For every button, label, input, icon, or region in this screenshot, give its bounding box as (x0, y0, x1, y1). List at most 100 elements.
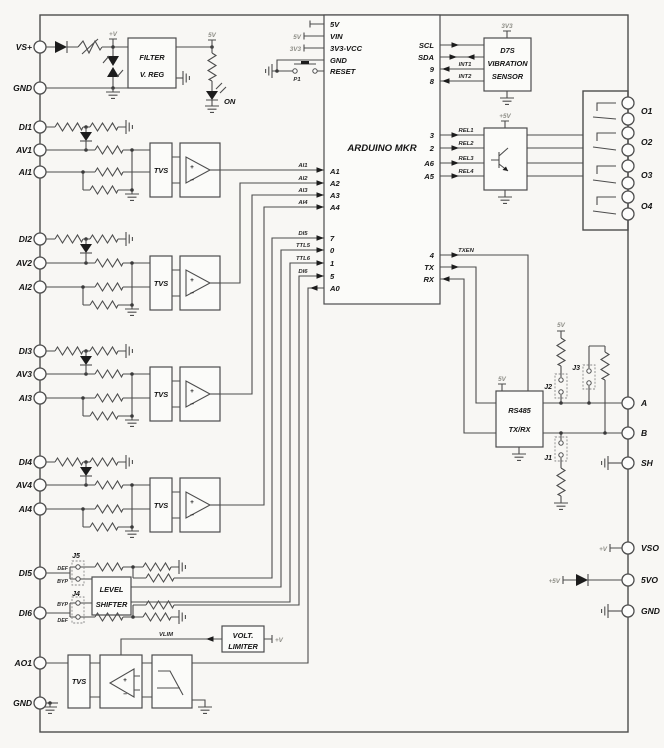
vso-plusv-ref: +V (599, 546, 608, 553)
pin-3v3vcc: 3V3-VCC (330, 44, 363, 53)
level-shifter-block (91, 576, 132, 616)
terminal-gnd-right-label: GND (641, 606, 660, 616)
right-terminals: A B SH VSO 5VO GND +V +5V (549, 396, 660, 619)
terminal-vso-label: VSO (641, 543, 659, 553)
terminal-gnd-bottom-label: GND (13, 698, 32, 708)
pin-a1: A1 (329, 167, 340, 176)
ground-symbol (265, 63, 273, 79)
led-resistor (207, 52, 217, 82)
j1-label: J1 (544, 455, 552, 462)
pin-a2: A2 (329, 179, 340, 188)
terminal-av3-label: AV3 (15, 369, 32, 379)
d7s-label-3: SENSOR (492, 72, 524, 81)
ground-symbol (178, 609, 186, 625)
terminal-ao1-label: AO1 (14, 658, 33, 668)
pin-tx: TX (424, 263, 435, 272)
pin-gnd: GND (330, 56, 347, 65)
pin-rx: RX (423, 275, 434, 284)
on-led (206, 91, 218, 100)
pin-a6: A6 (423, 159, 434, 168)
pulldown-resistor (556, 467, 566, 497)
terminal-ai2-label: AI2 (18, 282, 33, 292)
pin-4: 4 (429, 251, 435, 260)
lowpass-glyph (157, 670, 184, 696)
pin-1: 1 (330, 259, 334, 268)
lowpass-filter-block (151, 654, 193, 709)
svg-text:−: − (190, 401, 194, 408)
svg-text:+: + (190, 277, 194, 284)
ground-symbol (601, 603, 609, 619)
pin-8: 8 (430, 77, 435, 86)
terminal-gnd-top-label: GND (13, 83, 32, 93)
terminal-di4-label: DI4 (19, 457, 33, 467)
tvs-label: TVS (72, 677, 86, 686)
tvs-block-ao1 (67, 654, 91, 709)
terminal-vs-plus-label: VS+ (16, 42, 32, 52)
vin-5v-ref: 5V (293, 34, 302, 41)
pin-a3: A3 (329, 191, 340, 200)
ground-symbol (497, 196, 513, 204)
5vo-diode (576, 574, 588, 586)
tvs-block-2 (149, 255, 173, 311)
tvs-label: TVS (154, 279, 168, 288)
ground-symbol (204, 105, 220, 113)
terminal-o2-label: O2 (641, 137, 653, 147)
ground-symbol (42, 706, 58, 714)
ground-symbol (105, 91, 121, 99)
volt-limiter-label-1: VOLT. (233, 631, 254, 640)
svg-text:−: − (123, 691, 127, 698)
left-terminals: VS+ GND DI1 AV1 AI1 DI2 AV2 AI2 DI3 AV3 … (13, 40, 47, 710)
svg-text:+: + (190, 388, 194, 395)
driver-5v-ref: +5V (499, 113, 511, 120)
terminal-di5-label: DI5 (19, 568, 33, 578)
input-diode (55, 41, 67, 53)
j3-label: J3 (572, 365, 580, 372)
opamp-minus: − (190, 177, 194, 184)
terminal-av4-label: AV4 (15, 480, 32, 490)
pin-scl: SCL (419, 41, 435, 50)
plus-v-label: +V (109, 31, 118, 38)
arduino-title: ARDUINO MKR (346, 143, 416, 154)
filter-label-1: FILTER (139, 53, 165, 62)
level-shifter-section: J5 DEF BYP LEVEL SHIFTER J4 BYP DEF (46, 553, 186, 625)
analog-input-group-1: TVS + − (46, 119, 221, 201)
j4-byp-label: BYP (57, 602, 68, 608)
txen-label: TXEN (458, 248, 474, 254)
p1-label: P1 (293, 77, 300, 83)
rel2-label: REL2 (458, 141, 474, 147)
rel3-label: REL3 (458, 156, 474, 162)
ttl6-signal-label: TTL6 (296, 256, 311, 262)
filter-label-2: V. REG (140, 70, 165, 79)
rs485-label-2: TX/RX (509, 425, 532, 434)
tvs-block-3 (149, 366, 173, 422)
ai3-signal-label: AI3 (297, 188, 308, 194)
ground-symbol (601, 455, 609, 471)
j2-5v-ref: 5V (557, 322, 566, 329)
ai4-signal-label: AI4 (297, 200, 308, 206)
filter-vreg-block (127, 37, 177, 89)
ground-symbol (499, 97, 515, 105)
analog-input-group-2: TVS + − (46, 231, 221, 316)
int1-label: INT1 (459, 62, 472, 68)
svg-text:+: + (123, 677, 127, 684)
terminal-di6-label: DI6 (19, 608, 33, 618)
opamp-block-ao1 (99, 654, 143, 709)
svg-text:−: − (190, 512, 194, 519)
j4-def-label: DEF (57, 618, 68, 624)
pin-a4: A4 (329, 203, 340, 212)
relay-driver-block (483, 127, 528, 191)
pin-sda: SDA (418, 53, 434, 62)
relay-section: REL1 REL2 REL3 REL4 +5V O1 O2 O3 O4 (440, 90, 653, 231)
rs485-block (495, 390, 544, 448)
terminal-5vo-label: 5VO (641, 575, 658, 585)
pin-2: 2 (429, 144, 435, 153)
terminal-o4-label: O4 (641, 201, 653, 211)
volt-limiter-block (221, 625, 265, 653)
on-label: ON (224, 97, 236, 106)
volt-limiter-label-2: LIMITER (228, 642, 258, 651)
tvs-label: TVS (154, 166, 168, 175)
pin-5: 5 (330, 272, 335, 281)
tvs-label: TVS (154, 501, 168, 510)
